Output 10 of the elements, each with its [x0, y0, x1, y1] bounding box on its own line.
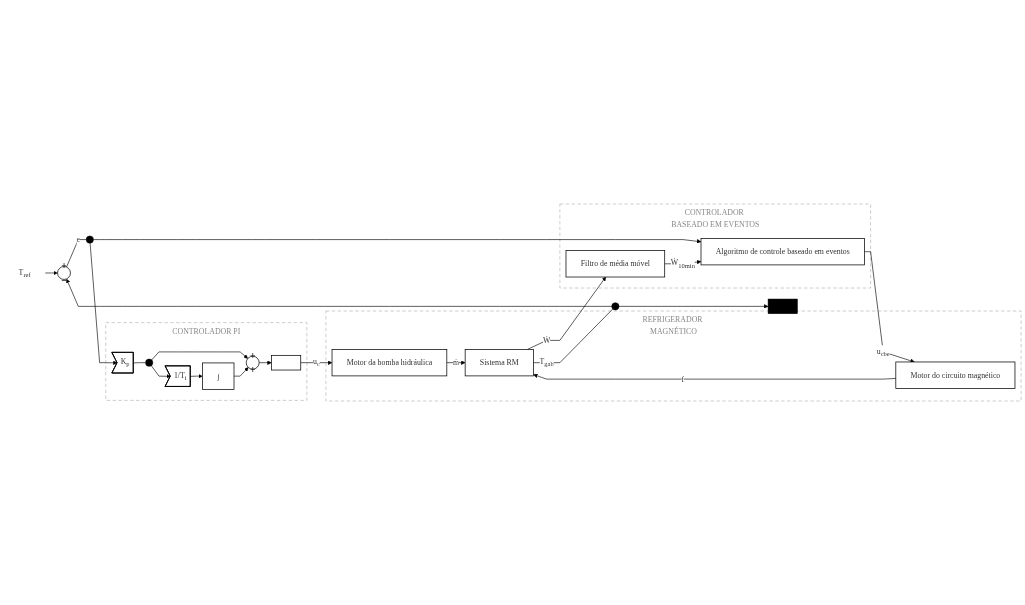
node-box	[271, 355, 302, 371]
node-bar	[767, 298, 798, 314]
node-circle: + +	[245, 355, 260, 370]
connector	[133, 362, 146, 364]
connector	[66, 239, 87, 268]
node-circle	[611, 302, 620, 311]
node-circle: −	[57, 266, 71, 280]
node-circle	[85, 235, 94, 244]
connector	[533, 308, 614, 363]
node-circle	[145, 358, 154, 367]
